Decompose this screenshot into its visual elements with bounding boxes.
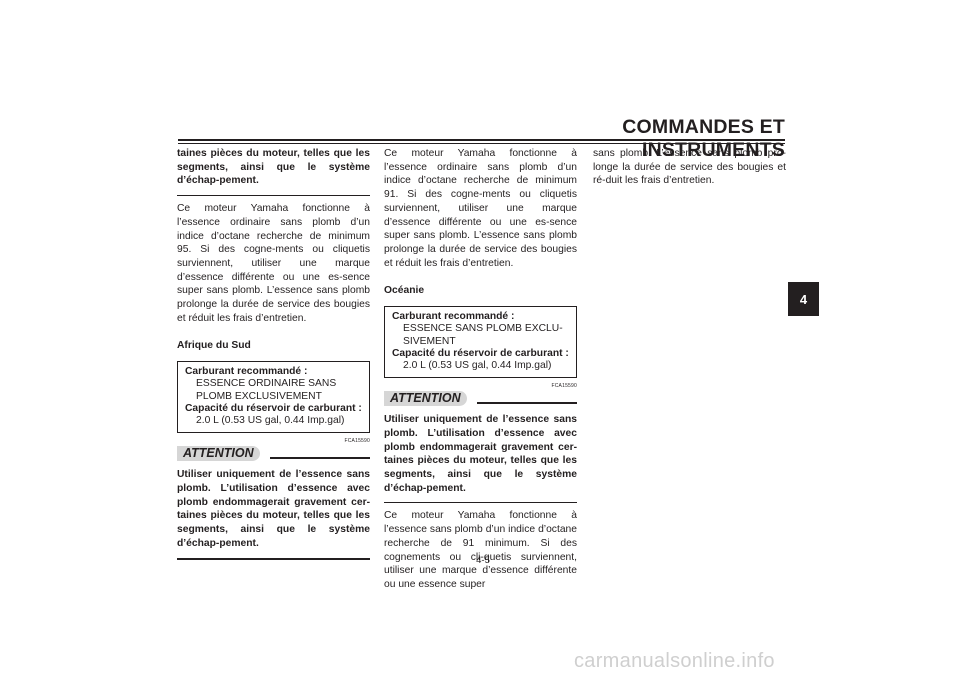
page-title: COMMANDES ET INSTRUMENTS [622, 116, 785, 161]
capacity-value: 2.0 L (0.53 US gal, 0.44 Imp.gal) [403, 360, 552, 372]
attention-badge: ATTENTION [177, 445, 260, 462]
fuel-value: ESSENCE SANS PLOMB EXCLU-SIVEMENT [403, 323, 563, 347]
attention-rule [476, 402, 577, 405]
page-number: 4-5 [476, 555, 490, 566]
capacity-value: 2.0 L (0.53 US gal, 0.44 Imp.gal) [196, 415, 345, 427]
paragraph: sans plomb. L’essence sans plomb pro-lon… [593, 148, 786, 187]
continued-warning-text: taines pièces du moteur, telles que les … [177, 148, 370, 187]
attention-end-rule [177, 557, 370, 560]
attention-rule [269, 457, 370, 460]
attention-end-rule [384, 502, 577, 504]
attention-header: ATTENTION [177, 445, 370, 462]
capacity-label: Capacité du réservoir de carburant : [392, 347, 569, 359]
reference-code: FCA15590 [551, 382, 577, 389]
divider [177, 195, 370, 197]
header-rule-thin [178, 143, 785, 144]
attention-text: Utiliser uniquement de l’essence sans pl… [177, 469, 370, 549]
section-heading: Océanie [384, 285, 425, 297]
fuel-value: ESSENCE ORDINAIRE SANS PLOMB EXCLUSIVEME… [196, 378, 337, 402]
watermark: carmanualsonline.info [574, 650, 775, 672]
attention-header: ATTENTION [384, 390, 577, 407]
header-rule [178, 139, 785, 141]
paragraph: Ce moteur Yamaha fonctionne à l’essence … [384, 148, 577, 269]
fuel-spec-box: Carburant recommandé : ESSENCE SANS PLOM… [384, 306, 577, 378]
fuel-label: Carburant recommandé : [185, 366, 308, 378]
fuel-spec-box: Carburant recommandé : ESSENCE ORDINAIRE… [177, 361, 370, 433]
chapter-tab: 4 [788, 282, 819, 316]
column-right: sans plomb. L’essence sans plomb pro-lon… [593, 147, 786, 188]
paragraph: Ce moteur Yamaha fonctionne à l’essence … [177, 203, 370, 324]
reference-code: FCA15590 [344, 437, 370, 444]
column-middle: Ce moteur Yamaha fonctionne à l’essence … [384, 147, 577, 592]
column-left: taines pièces du moteur, telles que les … [177, 147, 370, 566]
capacity-label: Capacité du réservoir de carburant : [185, 403, 362, 415]
section-heading: Afrique du Sud [177, 340, 251, 352]
paragraph: Ce moteur Yamaha fonctionne à l’essence … [384, 510, 577, 590]
fuel-label: Carburant recommandé : [392, 311, 515, 323]
attention-badge: ATTENTION [384, 390, 467, 407]
attention-text: Utiliser uniquement de l’essence sans pl… [384, 414, 577, 494]
